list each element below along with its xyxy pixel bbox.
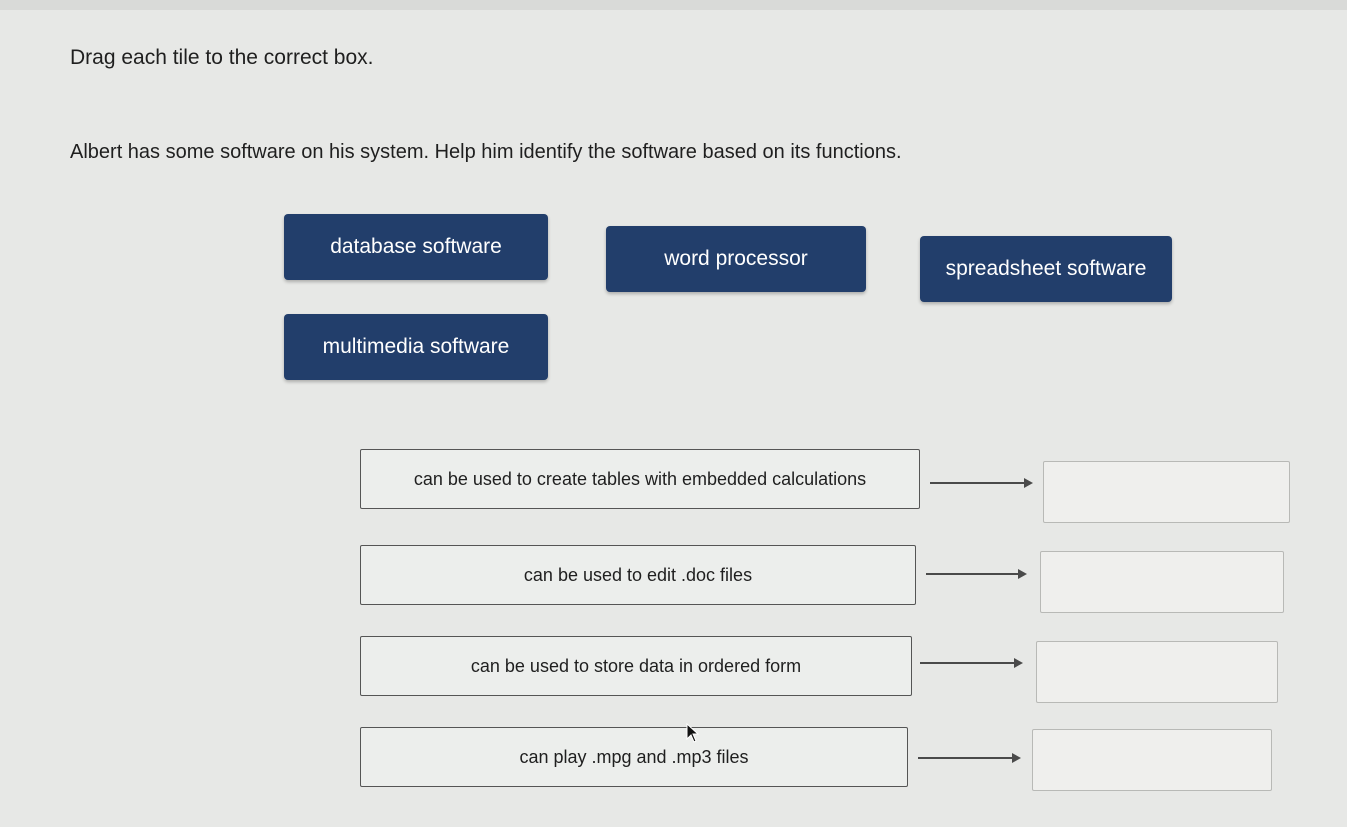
- tile-spreadsheet-software[interactable]: spreadsheet software: [920, 236, 1172, 302]
- tile-label: word processor: [664, 247, 808, 270]
- instruction-text: Drag each tile to the correct box.: [70, 46, 374, 69]
- arrow-head-icon: [1018, 569, 1027, 579]
- arrow-line: [920, 662, 1016, 664]
- arrow-head-icon: [1012, 753, 1021, 763]
- description-box: can be used to create tables with embedd…: [360, 449, 920, 509]
- tile-word-processor[interactable]: word processor: [606, 226, 866, 292]
- tile-label: spreadsheet software: [945, 257, 1147, 280]
- top-divider: [0, 0, 1347, 10]
- tile-multimedia-software[interactable]: multimedia software: [284, 314, 548, 380]
- tile-label: multimedia software: [322, 335, 510, 358]
- description-text: can play .mpg and .mp3 files: [519, 746, 749, 767]
- tile-label: database software: [330, 235, 502, 258]
- mouse-cursor-icon: [686, 723, 700, 743]
- description-box: can be used to edit .doc files: [360, 545, 916, 605]
- drop-box[interactable]: [1040, 551, 1284, 613]
- drop-box[interactable]: [1043, 461, 1290, 523]
- tile-database-software[interactable]: database software: [284, 214, 548, 280]
- question-prompt: Albert has some software on his system. …: [70, 141, 902, 163]
- description-text: can be used to edit .doc files: [523, 564, 753, 585]
- arrow-head-icon: [1024, 478, 1033, 488]
- description-text: can be used to store data in ordered for…: [470, 655, 802, 676]
- description-text: can be used to create tables with embedd…: [413, 468, 867, 489]
- arrow-head-icon: [1014, 658, 1023, 668]
- drop-box[interactable]: [1032, 729, 1272, 791]
- drop-box[interactable]: [1036, 641, 1278, 703]
- arrow-line: [918, 757, 1014, 759]
- description-box: can play .mpg and .mp3 files: [360, 727, 908, 787]
- arrow-line: [926, 573, 1020, 575]
- description-box: can be used to store data in ordered for…: [360, 636, 912, 696]
- arrow-line: [930, 482, 1026, 484]
